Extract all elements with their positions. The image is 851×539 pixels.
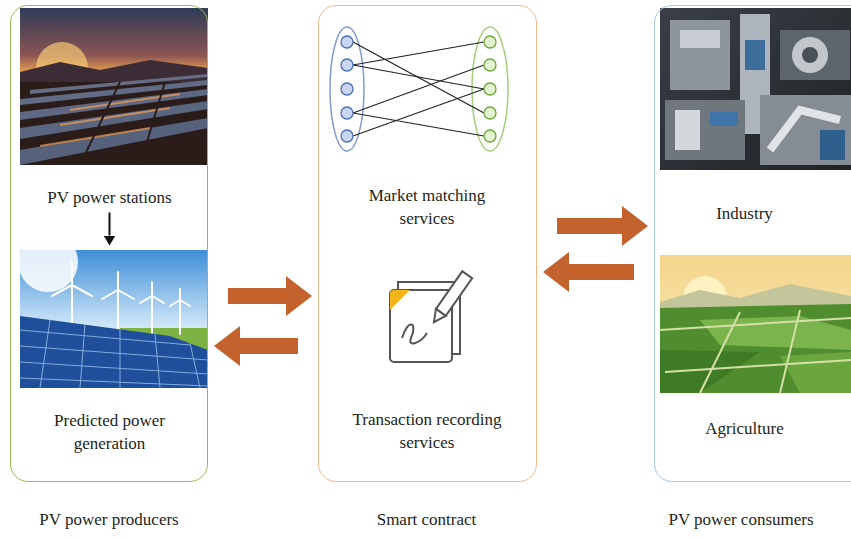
agriculture-photo bbox=[660, 255, 851, 393]
wind-solar-photo bbox=[20, 316, 208, 388]
industry-photo bbox=[680, 30, 720, 48]
contract-icon bbox=[402, 324, 427, 343]
item-caption: Agriculture bbox=[657, 417, 833, 440]
matching-graph bbox=[472, 27, 508, 151]
industry-photo bbox=[780, 30, 850, 80]
contract-icon bbox=[390, 271, 472, 362]
agriculture-photo bbox=[660, 255, 851, 393]
step-arrow bbox=[109, 213, 111, 236]
solar-field-photo bbox=[80, 82, 165, 165]
image-item: Transaction recording services bbox=[320, 268, 535, 454]
image-item: Agriculture bbox=[656, 255, 834, 440]
solar-field-photo bbox=[20, 82, 208, 165]
flow-arrow bbox=[569, 264, 634, 280]
industry-photo bbox=[675, 110, 700, 150]
group-heading: PV power producers bbox=[11, 508, 207, 531]
item-caption: Predicted power generation bbox=[30, 409, 190, 455]
flow-arrow bbox=[240, 338, 298, 354]
matching-graph bbox=[330, 27, 508, 151]
industry-photo bbox=[760, 95, 851, 165]
group-panel: PV power consumersIndustryAgriculture bbox=[654, 5, 851, 482]
industry-photo bbox=[792, 37, 828, 73]
image-item: Industry bbox=[656, 8, 834, 225]
industry-photo bbox=[665, 100, 745, 160]
image-item: Predicted power generation bbox=[12, 250, 208, 455]
flow-arrow bbox=[557, 218, 622, 234]
industry-photo bbox=[710, 112, 738, 126]
industry-photo bbox=[745, 40, 765, 70]
industry-photo bbox=[660, 8, 851, 170]
solar-field-photo bbox=[20, 8, 208, 165]
item-caption: PV power stations bbox=[15, 186, 205, 209]
item-caption: Transaction recording services bbox=[337, 408, 517, 454]
agriculture-photo bbox=[660, 304, 851, 393]
group-panel: PV power producersPV power stationsPredi… bbox=[10, 5, 208, 482]
industry-photo bbox=[802, 47, 818, 63]
group-heading: PV power consumers bbox=[655, 508, 827, 531]
group-heading: Smart contract bbox=[319, 508, 534, 531]
image-item: Market matching services bbox=[320, 18, 535, 230]
group-panel: Smart contractMarket matching servicesTr… bbox=[318, 5, 537, 482]
industry-photo bbox=[660, 8, 851, 170]
industry-photo bbox=[820, 130, 845, 160]
item-caption: Industry bbox=[657, 202, 833, 225]
image-item: PV power stations bbox=[12, 8, 208, 209]
flow-arrow bbox=[228, 288, 286, 304]
contract-icon bbox=[390, 290, 410, 310]
wind-solar-photo bbox=[20, 250, 208, 388]
item-caption: Market matching services bbox=[347, 184, 507, 230]
agriculture-photo bbox=[780, 352, 851, 393]
industry-photo bbox=[670, 20, 730, 90]
solar-field-photo bbox=[20, 8, 208, 165]
agriculture-photo bbox=[660, 310, 851, 393]
